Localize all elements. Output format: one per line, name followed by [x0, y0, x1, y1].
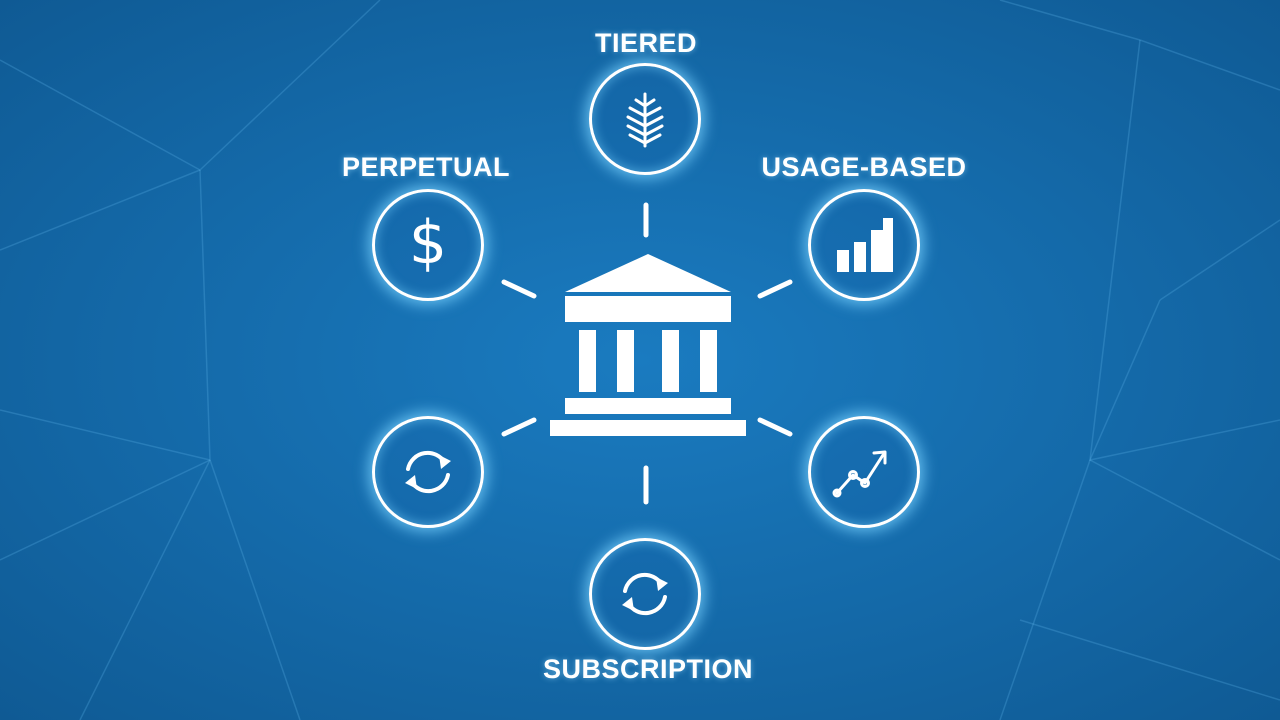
bank-building-icon [550, 254, 746, 436]
connector-perpetual [501, 279, 537, 299]
connector-trend [757, 417, 793, 437]
node-subscription[interactable] [589, 538, 701, 650]
node-label-tiered: TIERED [594, 28, 698, 58]
node-label-subscription: SUBSCRIPTION [542, 654, 754, 684]
connector-usage-based [757, 279, 793, 299]
bar-chart-icon [837, 218, 893, 272]
connector-refresh-left [501, 417, 537, 437]
dollar-icon: $ [408, 208, 448, 278]
node-trend[interactable] [808, 416, 920, 528]
node-perpetual[interactable]: $ [372, 189, 484, 301]
node-label-usage-based: USAGE-BASED [761, 152, 967, 182]
node-tiered[interactable] [589, 63, 701, 175]
node-label-perpetual: PERPETUAL [341, 152, 511, 182]
line-trend-icon [832, 450, 887, 498]
node-refresh-left[interactable] [372, 416, 484, 528]
node-usage-based[interactable] [808, 189, 920, 301]
refresh-icon [405, 450, 451, 494]
leaf-icon [626, 92, 664, 148]
refresh-icon [622, 572, 668, 616]
